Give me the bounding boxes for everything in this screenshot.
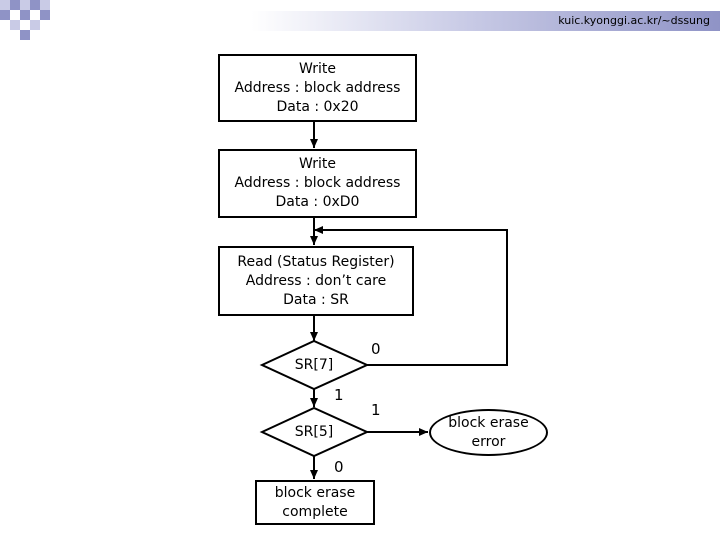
decorative-square: [20, 0, 30, 10]
decorative-square: [10, 0, 20, 10]
complete-line2: complete: [282, 503, 348, 520]
header-url: kuic.kyonggi.ac.kr/~dssung: [558, 14, 710, 27]
write-setup-line3: Data : 0x20: [276, 98, 359, 115]
read-status-line3: Data : SR: [283, 291, 349, 308]
decorative-square: [40, 10, 50, 20]
read-status-line2: Address : don’t care: [245, 272, 387, 289]
edge-label-sr7-zero: 0: [371, 340, 381, 358]
write-confirm-line2: Address : block address: [234, 175, 401, 191]
decorative-square: [20, 30, 30, 40]
decorative-square: [30, 20, 40, 30]
read-status-box: Read (Status Register) Address : don’t c…: [218, 246, 414, 316]
decision-sr5-label: SR[5]: [294, 424, 334, 440]
write-confirm-box: Write Address : block address Data : 0xD…: [218, 149, 417, 218]
complete-line1: block erase: [274, 484, 356, 501]
edge-label-sr7-one: 1: [334, 386, 344, 404]
write-setup-line1: Write: [299, 60, 336, 77]
error-terminal: block erase error: [429, 409, 548, 456]
decorative-square: [20, 10, 30, 20]
header-bar: [50, 11, 720, 31]
edge-label-sr5-one: 1: [371, 401, 381, 419]
complete-box: block erase complete: [255, 480, 375, 525]
write-confirm-line3: Data : 0xD0: [275, 194, 360, 210]
decorative-square: [30, 0, 40, 10]
write-setup-line2: Address : block address: [234, 79, 401, 96]
error-line2: error: [471, 433, 506, 450]
decorative-square: [10, 20, 20, 30]
decorative-square: [0, 0, 10, 10]
write-setup-box: Write Address : block address Data : 0x2…: [218, 54, 417, 122]
read-status-line1: Read (Status Register): [237, 253, 395, 270]
decision-sr7-shape: [259, 339, 370, 391]
error-line1: block erase: [448, 414, 529, 431]
edge-label-sr5-zero: 0: [334, 458, 344, 476]
write-confirm-line1: Write: [299, 156, 336, 172]
decision-sr7-label: SR[7]: [294, 357, 334, 373]
arrow-sr7-loop-back: [314, 226, 508, 366]
decorative-square: [0, 10, 10, 20]
decision-sr5-shape: [259, 406, 370, 458]
decorative-square: [40, 0, 50, 10]
